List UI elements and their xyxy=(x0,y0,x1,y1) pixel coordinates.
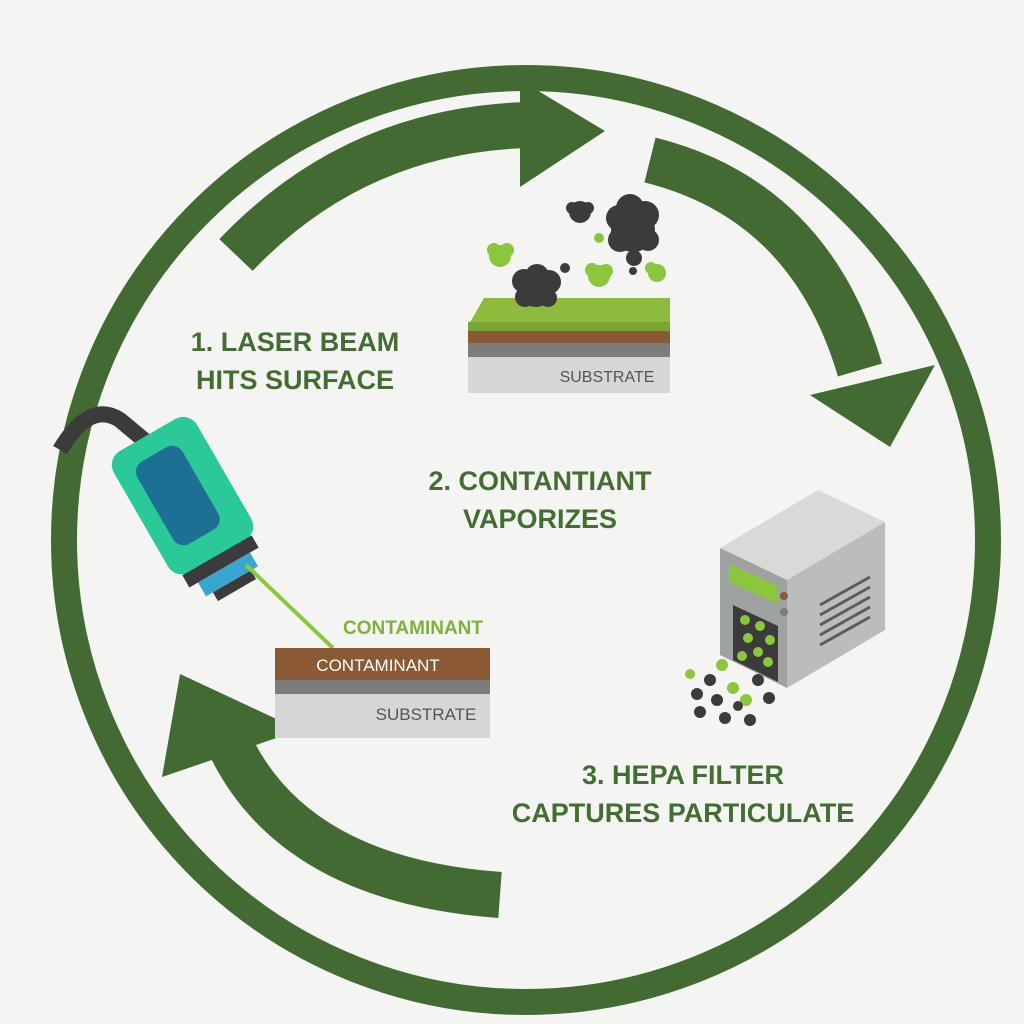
bottom-sample-contaminant-label: CONTAMINANT xyxy=(343,618,483,639)
laser-beam xyxy=(244,563,335,650)
bottom-sample-substrate-layer xyxy=(275,694,490,738)
captured-particles xyxy=(685,659,775,726)
hepa-filter-unit-icon xyxy=(720,490,885,688)
filter-top-face xyxy=(720,490,885,580)
bottom-sample-block: CONTAMINANT CONTAMINANT SUBSTRATE xyxy=(275,618,490,738)
bottom-sample-contaminant-layer xyxy=(275,648,490,680)
step-1-line-1: 1. LASER BEAM xyxy=(190,327,400,357)
step-2-line-1: 2. CONTANTIANT xyxy=(428,466,652,496)
top-sample-gray-layer xyxy=(468,343,670,357)
top-sample-grass-layer xyxy=(468,322,670,332)
bottom-sample-layer-label: CONTAMINANT xyxy=(316,656,439,675)
smoke-cloud-icon xyxy=(512,194,659,307)
step-3-line-2: CAPTURES PARTICULATE xyxy=(511,798,855,828)
filter-screen xyxy=(729,564,778,604)
cycle-arrow-bottom xyxy=(162,674,502,918)
bottom-sample-gray-layer xyxy=(275,680,490,694)
top-sample-substrate-label: SUBSTRATE xyxy=(560,369,655,386)
step-2-label: 2. CONTANTIANT VAPORIZES xyxy=(400,462,680,538)
cycle-arrow-top xyxy=(219,80,605,271)
filter-grille-particles xyxy=(737,615,775,667)
filter-vent-lines xyxy=(819,575,871,647)
cycle-ring xyxy=(51,65,1001,1015)
laser-cleaning-gun-icon xyxy=(53,406,335,650)
step-1-line-2: HITS SURFACE xyxy=(195,365,395,395)
top-sample-soil-layer xyxy=(468,331,670,343)
cycle-arrow-right xyxy=(644,137,935,447)
step-1-label: 1. LASER BEAM HITS SURFACE xyxy=(160,323,430,399)
top-sample-block: SUBSTRATE xyxy=(468,298,670,393)
contaminant-particles xyxy=(487,233,666,287)
bottom-sample-substrate-label: SUBSTRATE xyxy=(376,705,477,724)
step-2-line-2: VAPORIZES xyxy=(462,504,618,534)
step-3-label: 3. HEPA FILTER CAPTURES PARTICULATE xyxy=(508,756,858,832)
top-sample-substrate-layer xyxy=(468,357,670,393)
top-sample-grass-top xyxy=(468,298,670,326)
step-3-line-1: 3. HEPA FILTER xyxy=(581,760,784,790)
